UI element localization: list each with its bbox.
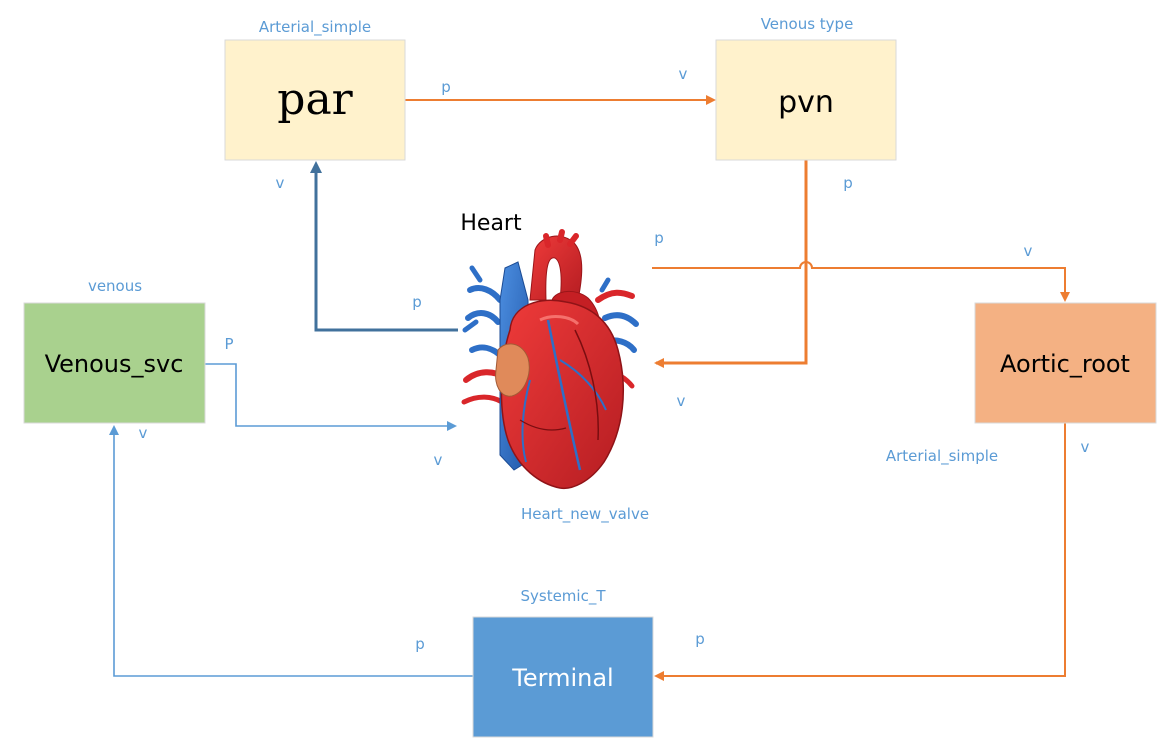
node-heart[interactable]: Heart: [460, 211, 649, 524]
node-par[interactable]: Arterial_simple par: [224, 18, 406, 161]
node-terminal[interactable]: Systemic_T Terminal: [472, 587, 654, 738]
connector-aortic-root-to-terminal: [654, 423, 1066, 681]
port-labels: p v p v p p v P v v v v p p: [139, 65, 1090, 653]
pvn-box[interactable]: [715, 39, 897, 161]
aortic-root-type-label: Arterial_simple: [886, 447, 998, 466]
port-label-heart-v-left: v: [434, 451, 443, 469]
heart-anatomy-icon: [461, 229, 639, 490]
connector-terminal-to-venous-svc: [109, 425, 473, 677]
venous-svc-name: Venous_svc: [45, 350, 184, 378]
node-pvn[interactable]: Venous type pvn: [715, 15, 897, 161]
venous-svc-type-label: venous: [88, 277, 142, 295]
connector-venous-svc-to-heart: [205, 363, 457, 431]
port-label-par-v: v: [276, 174, 285, 192]
port-label-terminal-p-left: p: [415, 635, 425, 653]
connector-heart-to-par: [310, 161, 458, 332]
port-label-aortic-v-out: v: [1081, 438, 1090, 456]
aortic-root-box[interactable]: [974, 302, 1157, 424]
port-label-heart-p-top: p: [654, 229, 664, 247]
port-label-heart-v-right: v: [677, 392, 686, 410]
pvn-name: pvn: [778, 85, 834, 120]
port-label-venous-p: P: [224, 335, 233, 353]
pvn-type-label: Venous type: [761, 15, 854, 33]
heart-title: Heart: [460, 211, 522, 236]
connector-pvn-to-heart: [654, 160, 808, 368]
aortic-root-name: Aortic_root: [1000, 350, 1130, 378]
port-label-terminal-p-right: p: [695, 630, 705, 648]
port-label-pvn-v: v: [679, 65, 688, 83]
node-venous-svc[interactable]: venous Venous_svc: [23, 277, 206, 424]
port-label-pvn-p: p: [843, 174, 853, 192]
terminal-type-label: Systemic_T: [520, 587, 606, 606]
port-label-venous-v: v: [139, 424, 148, 442]
connector-heart-to-aortic-root: [652, 261, 1070, 302]
port-label-heart-p-left: p: [412, 293, 422, 311]
port-label-aortic-v-in: v: [1024, 242, 1033, 260]
terminal-name: Terminal: [511, 664, 613, 692]
terminal-box[interactable]: [472, 616, 654, 738]
venous-svc-box[interactable]: [23, 302, 206, 424]
port-label-par-p: p: [441, 78, 451, 96]
par-type-label: Arterial_simple: [259, 18, 371, 37]
heart-type-label: Heart_new_valve: [521, 505, 649, 524]
par-name: par: [277, 74, 353, 125]
par-box[interactable]: [224, 39, 406, 161]
node-aortic-root[interactable]: Aortic_root Arterial_simple: [886, 302, 1157, 466]
connectors: [109, 95, 1070, 681]
